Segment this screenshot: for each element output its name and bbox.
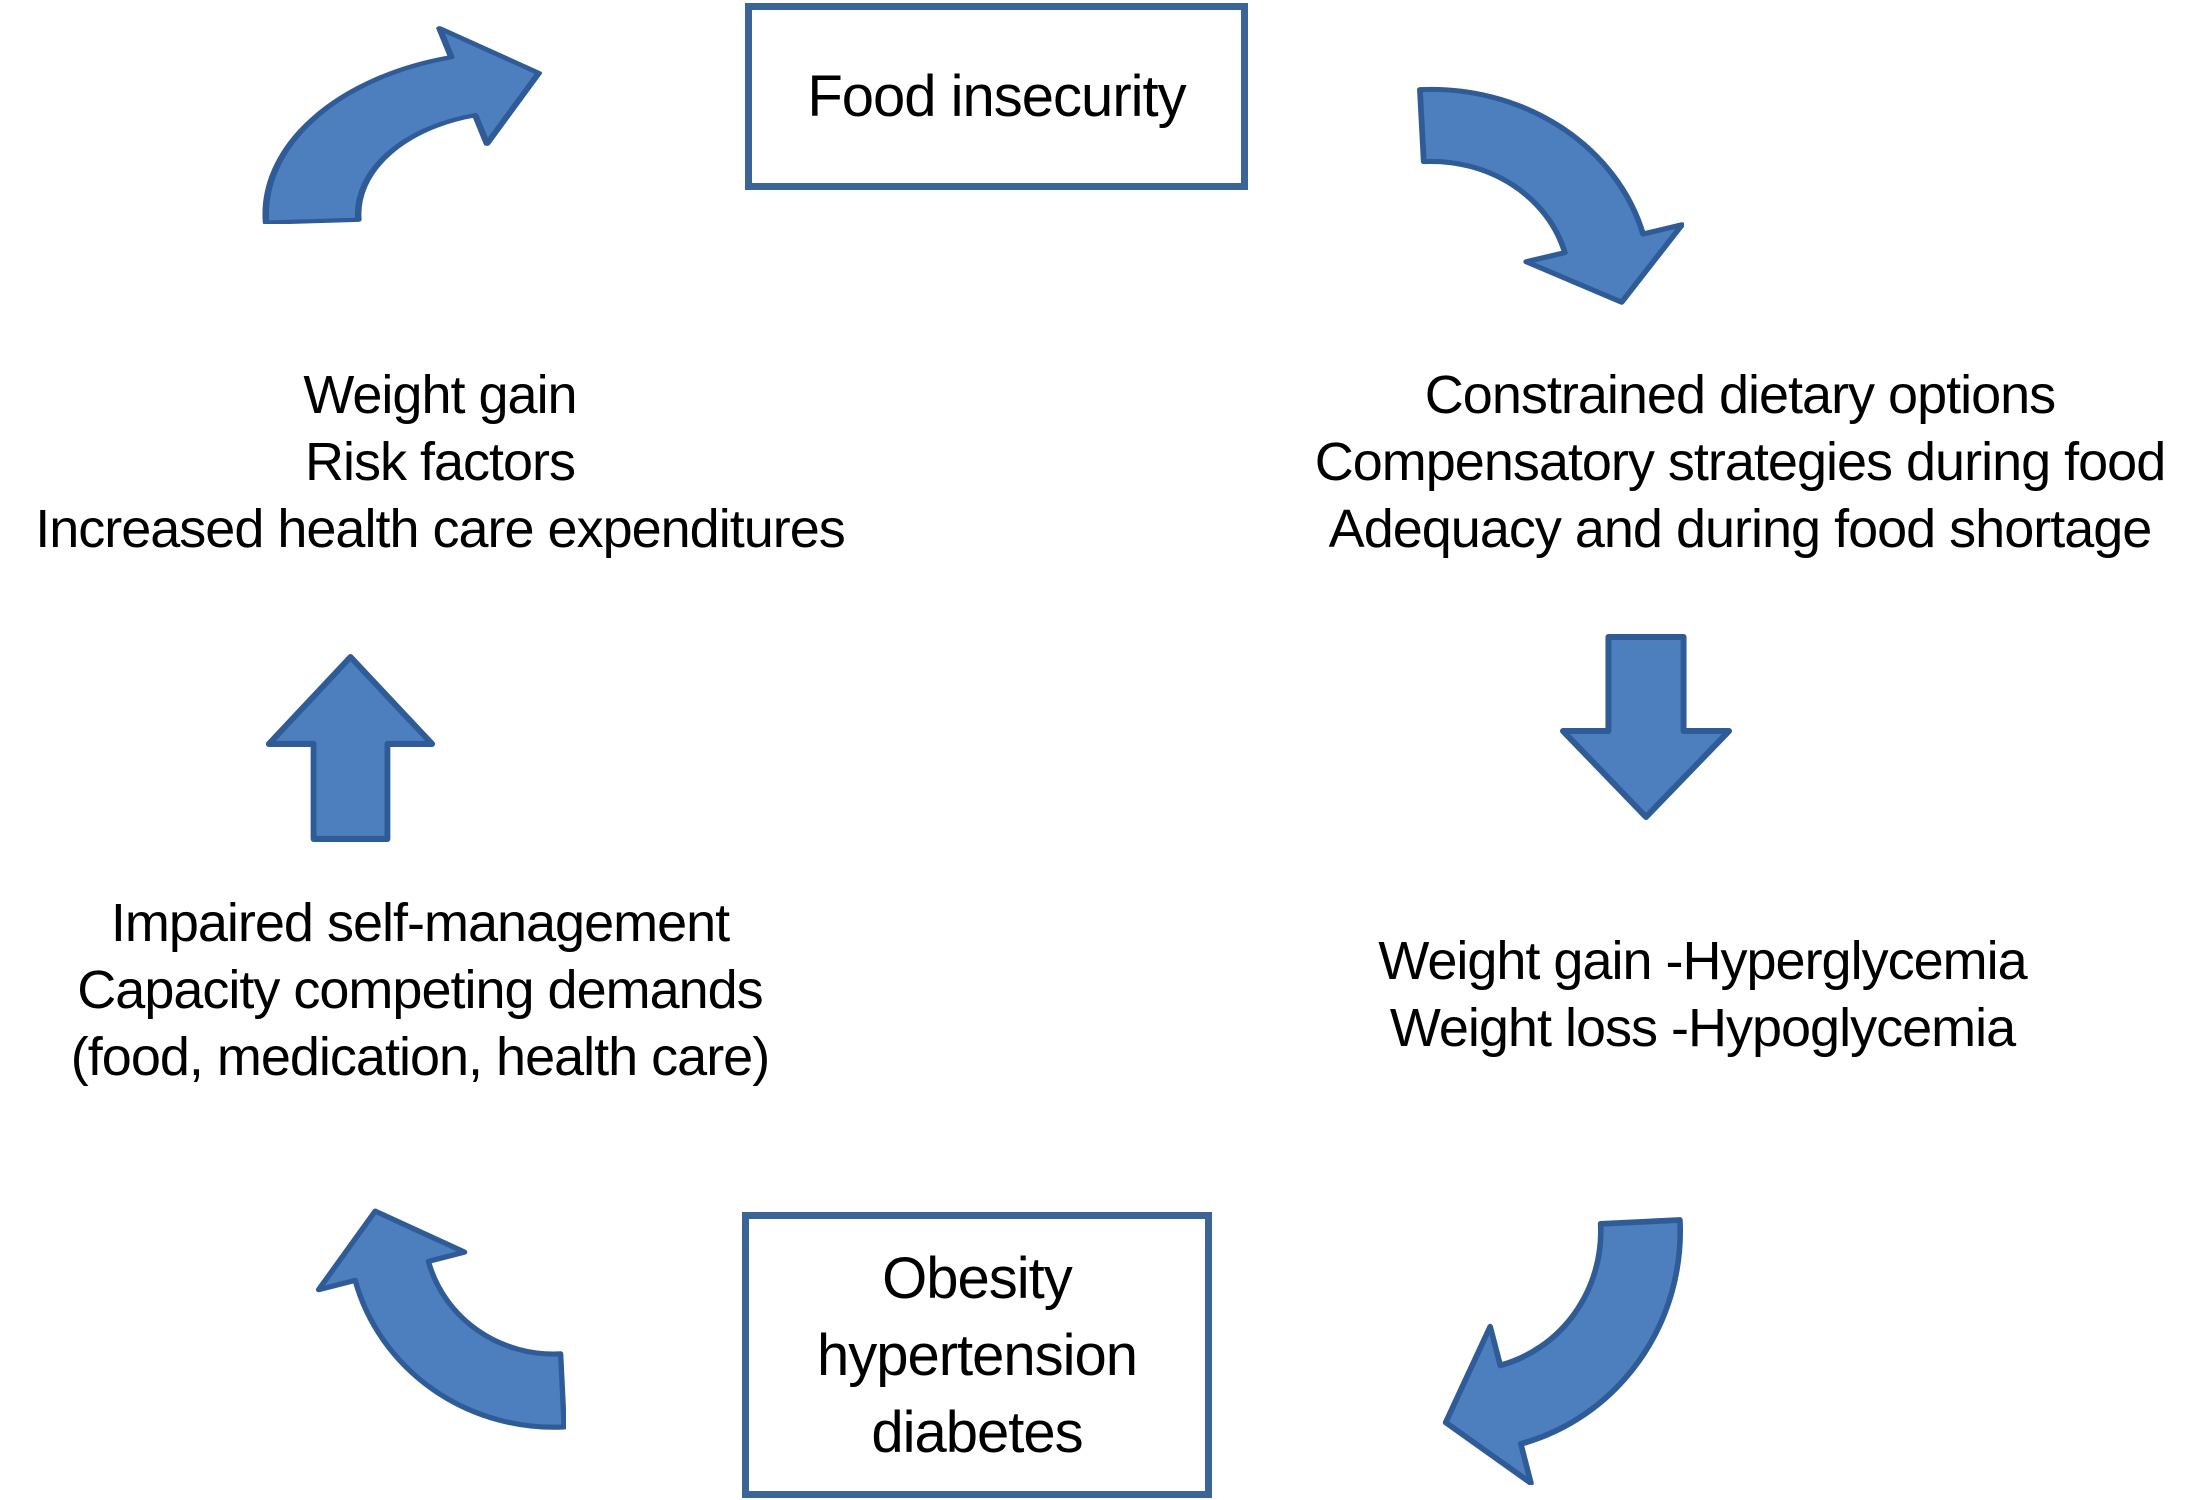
- text-line: Impaired self-management: [110, 893, 730, 953]
- block-arrow-down-icon: [1557, 633, 1735, 823]
- health-costs-text: Weight gain Risk factors Increased healt…: [0, 362, 880, 563]
- text-line: Adequacy and during food shortage: [1328, 499, 2153, 559]
- text-line: Constrained dietary options: [1424, 365, 2056, 425]
- text-line: Risk factors: [304, 432, 576, 492]
- curved-arrow-up-icon: [298, 1181, 566, 1439]
- glycemia-text: Weight gain -Hyperglycemia Weight loss -…: [1350, 928, 2055, 1062]
- outcomes-label-line: diabetes: [871, 1399, 1083, 1465]
- curved-arrow-down-icon: [1398, 60, 1684, 314]
- food-insecurity-box: Food insecurity: [745, 3, 1248, 190]
- dietary-strategies-text: Constrained dietary options Compensatory…: [1285, 362, 2194, 563]
- curved-arrow-left-icon: [1413, 1198, 1693, 1485]
- text-line: Capacity competing demands: [77, 960, 763, 1020]
- outcomes-box: Obesity hypertension diabetes: [742, 1212, 1212, 1498]
- text-line: Weight loss -Hypoglycemia: [1389, 998, 2016, 1058]
- outcomes-label-line: hypertension: [816, 1322, 1138, 1388]
- text-line: Weight gain -Hyperglycemia: [1378, 931, 2027, 991]
- food-insecurity-label: Food insecurity: [807, 63, 1186, 129]
- text-line: Weight gain: [303, 365, 577, 425]
- curved-arrow-right-icon: [228, 12, 554, 224]
- block-arrow-up-icon: [263, 653, 438, 845]
- outcomes-label-line: Obesity: [882, 1245, 1073, 1311]
- text-line: Increased health care expenditures: [35, 499, 846, 559]
- text-line: Compensatory strategies during food: [1314, 432, 2167, 492]
- self-management-text: Impaired self-management Capacity compet…: [25, 890, 815, 1091]
- text-line: (food, medication, health care): [70, 1027, 770, 1087]
